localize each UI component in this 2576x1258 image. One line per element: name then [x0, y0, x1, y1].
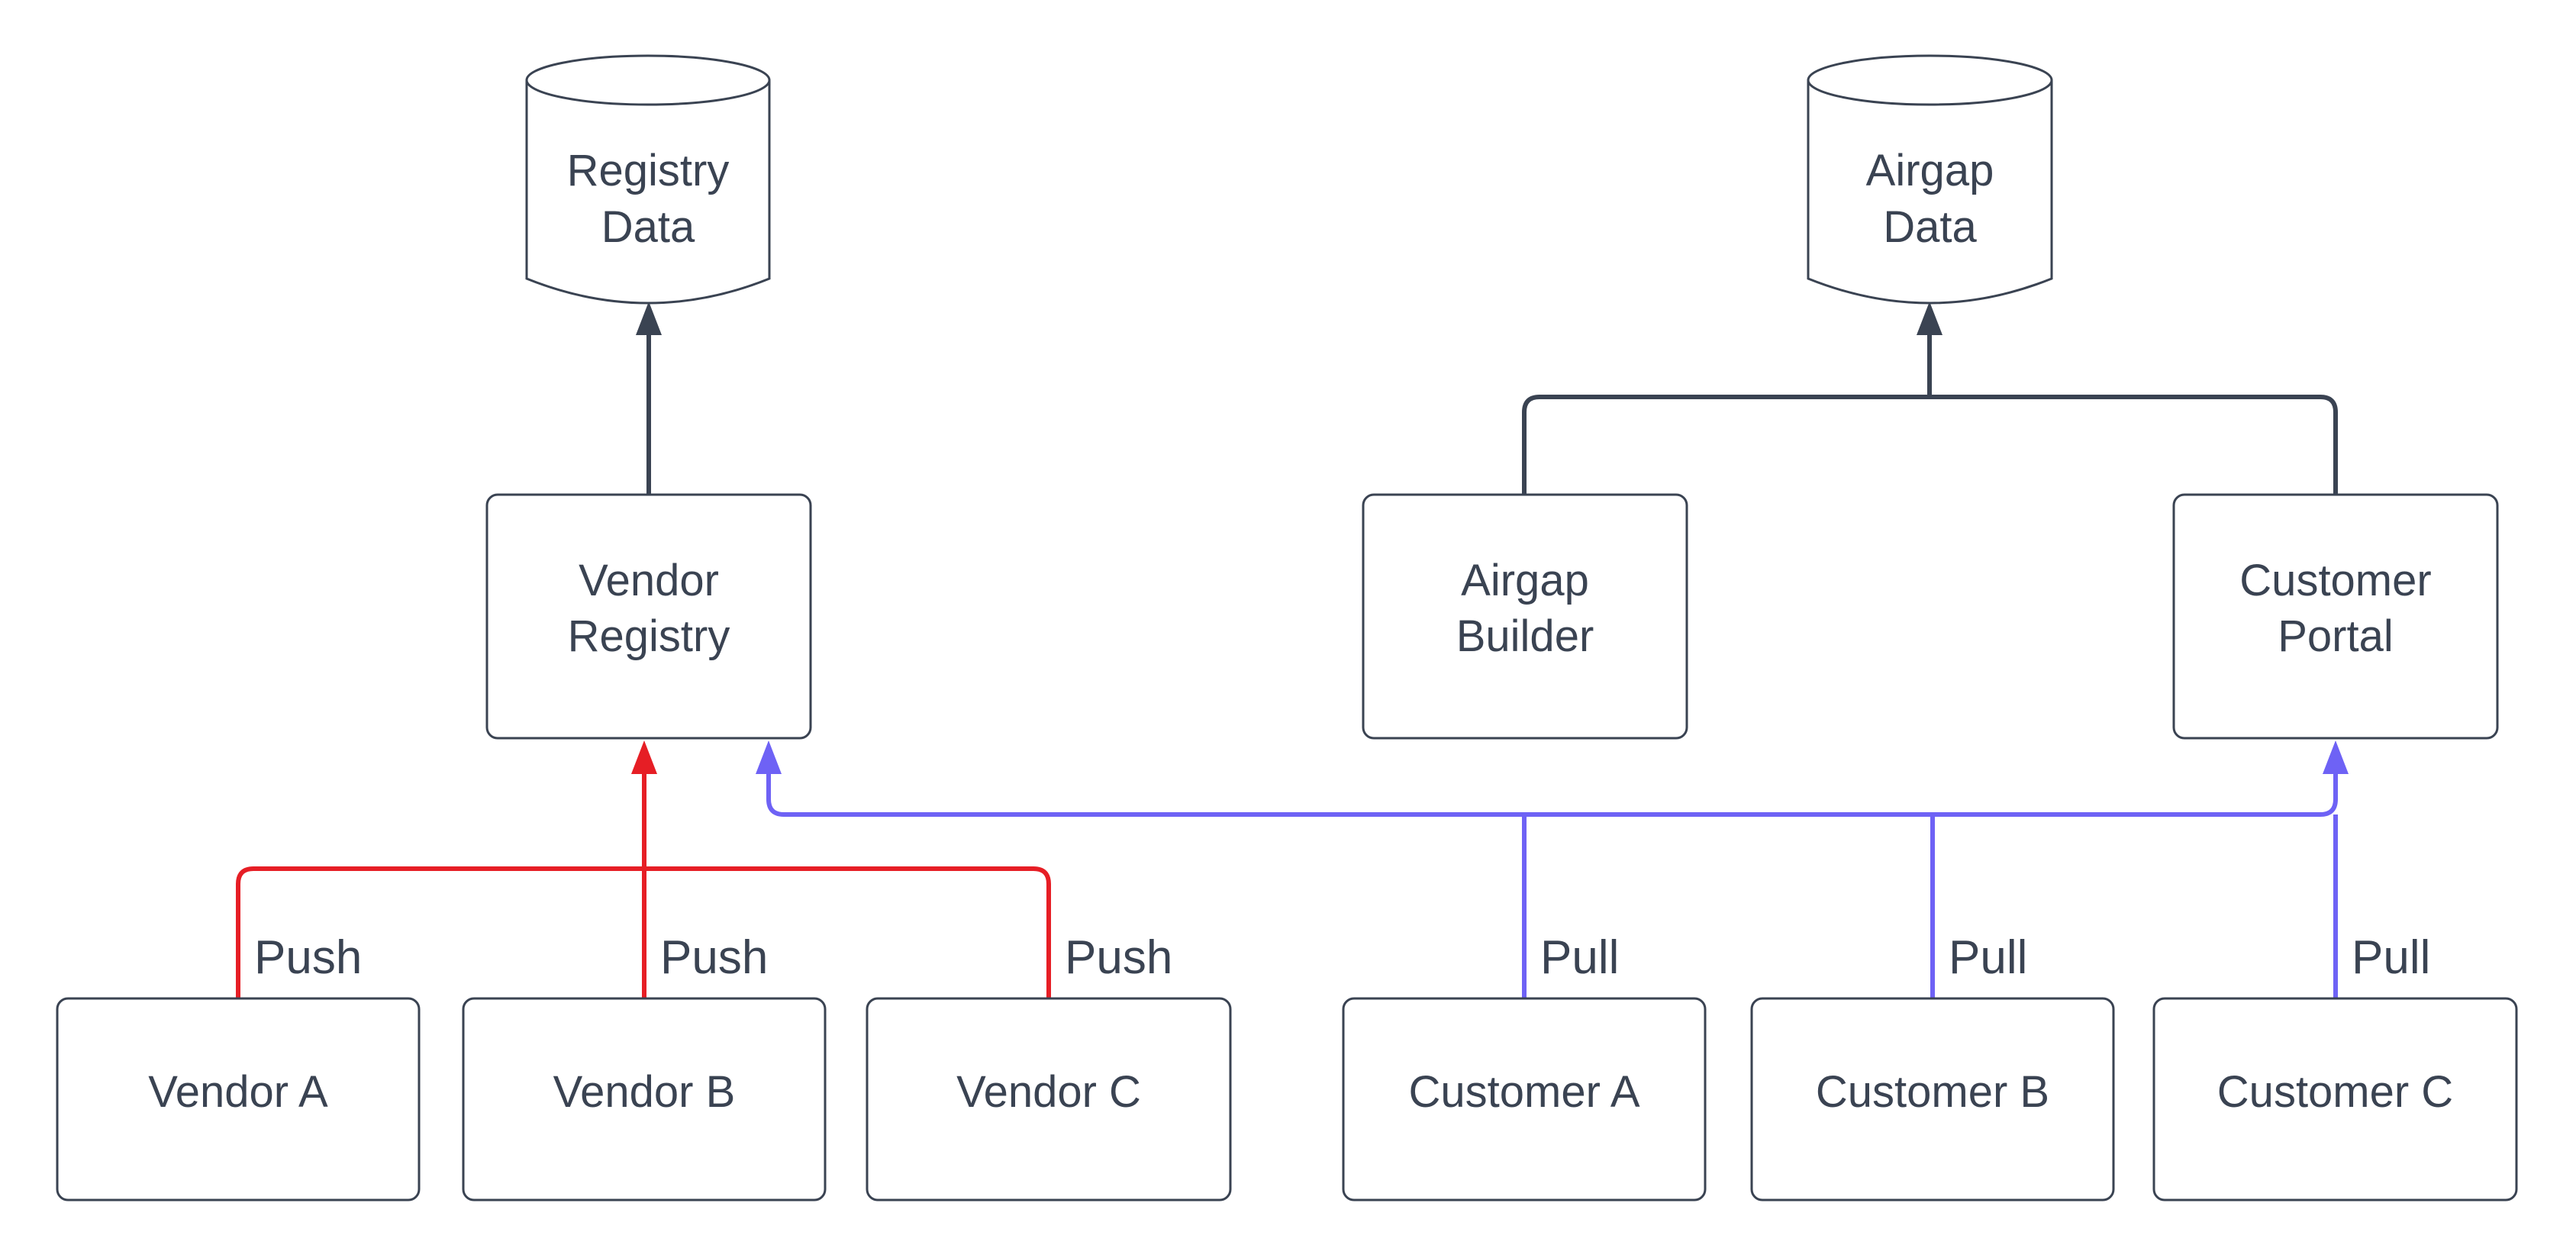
edge-airgap-builder-to-junction	[1522, 395, 1930, 495]
arrowhead-junction-to-airgap-data	[1917, 302, 1942, 335]
cylinder-body-airgap-data	[1807, 80, 2053, 305]
arrowhead-pull-trunk	[2323, 740, 2349, 774]
pull-label-customer-a: Pull	[1540, 931, 1619, 984]
cylinder-body-registry-data	[525, 80, 771, 305]
edge-customer-portal-to-junction	[1930, 395, 2338, 495]
node-customer-b: Customer B	[1750, 997, 2115, 1202]
node-label-registry-data-line2: Data	[601, 202, 695, 252]
node-vendor-b: Vendor B	[462, 997, 827, 1202]
box-vendor-c	[866, 997, 1232, 1202]
node-label-customer-portal-line1: Customer	[2239, 556, 2431, 605]
node-label-vendor-registry-line1: Vendor	[579, 556, 719, 605]
arrowhead-pull-trunk	[756, 740, 782, 774]
push-label-vendor-b: Push	[660, 931, 768, 984]
node-label-airgap-builder-line1: Airgap	[1461, 556, 1589, 605]
box-customer-c	[2152, 997, 2518, 1202]
node-label-vendor-a-line1: Vendor A	[148, 1067, 328, 1117]
cylinder-top-airgap-data	[1807, 54, 2053, 106]
node-label-customer-b-line1: Customer B	[1816, 1067, 2049, 1117]
edge-layer	[236, 302, 2349, 998]
box-customer-b	[1750, 997, 2115, 1202]
node-label-airgap-builder-line2: Builder	[1456, 611, 1594, 661]
arrowhead-push-to-vendor-registry	[631, 740, 657, 774]
box-customer-portal	[2172, 493, 2499, 740]
node-label-airgap-data-line2: Data	[1883, 202, 1977, 252]
pull-label-customer-c: Pull	[2352, 931, 2430, 984]
cylinder-top-registry-data	[525, 54, 771, 106]
node-label-airgap-data-line1: Airgap	[1866, 146, 1994, 195]
box-vendor-a	[56, 997, 421, 1202]
node-label-registry-data-line1: Registry	[567, 146, 730, 195]
node-label-customer-portal-line2: Portal	[2278, 611, 2394, 661]
box-vendor-b	[462, 997, 827, 1202]
node-layer: RegistryDataAirgapDataVendorRegistryAirg…	[56, 54, 2518, 1202]
arrowhead-vendor-registry-to-registry-data	[636, 302, 662, 335]
edge-label-layer: Push Push Push Pull Pull Pull	[254, 931, 2430, 984]
node-vendor-a: Vendor A	[56, 997, 421, 1202]
box-airgap-builder	[1362, 493, 1688, 740]
node-label-vendor-registry-line2: Registry	[568, 611, 730, 661]
push-label-vendor-c: Push	[1065, 931, 1172, 984]
pull-label-customer-b: Pull	[1949, 931, 2027, 984]
push-label-vendor-a: Push	[254, 931, 362, 984]
node-customer-c: Customer C	[2152, 997, 2518, 1202]
node-label-customer-c-line1: Customer C	[2217, 1067, 2453, 1117]
edge-pull-trunk	[766, 773, 2338, 817]
node-customer-a: Customer A	[1342, 997, 1707, 1202]
node-label-vendor-c-line1: Vendor C	[956, 1067, 1141, 1117]
node-vendor-c: Vendor C	[866, 997, 1232, 1202]
box-vendor-registry	[485, 493, 812, 740]
node-label-customer-a-line1: Customer A	[1409, 1067, 1640, 1117]
node-label-vendor-b-line1: Vendor B	[553, 1067, 736, 1117]
box-customer-a	[1342, 997, 1707, 1202]
